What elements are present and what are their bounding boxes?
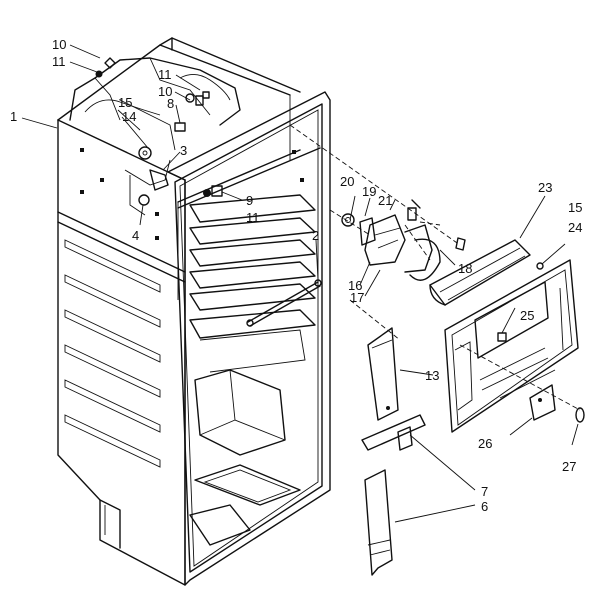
callout-4: 4 <box>132 228 139 243</box>
callout-17: 17 <box>350 290 364 305</box>
evaporator-cover-assembly <box>429 239 585 433</box>
callout-1: 1 <box>10 109 17 124</box>
callout-23: 23 <box>538 180 552 195</box>
callout-25: 25 <box>520 308 534 323</box>
callout-labels: 1 10 11 11 10 8 15 14 3 4 9 11 2 20 19 2… <box>10 37 582 514</box>
liner-front-flange <box>167 91 331 586</box>
callout-10-top-right: 10 <box>158 84 172 99</box>
duct-6 <box>364 469 393 576</box>
callout-9: 9 <box>246 193 253 208</box>
callout-19: 19 <box>362 184 376 199</box>
callout-15-left: 15 <box>118 95 132 110</box>
callout-26: 26 <box>478 436 492 451</box>
duct-13 <box>367 327 399 421</box>
callout-24: 24 <box>568 220 582 235</box>
fan-motor-assembly <box>341 199 466 281</box>
callout-20: 20 <box>340 174 354 189</box>
crisper-box <box>189 369 301 546</box>
callout-2: 2 <box>312 228 319 243</box>
callout-11-top-left: 11 <box>52 54 66 69</box>
callout-21: 21 <box>378 193 392 208</box>
callout-14: 14 <box>122 109 136 124</box>
callout-27: 27 <box>562 459 576 474</box>
callout-3: 3 <box>180 143 187 158</box>
callout-8: 8 <box>167 96 174 111</box>
callout-16: 16 <box>348 278 362 293</box>
top-control-housing <box>69 57 241 216</box>
callout-leaders <box>21 44 579 523</box>
callout-13: 13 <box>425 368 439 383</box>
assembly-leader-lines <box>289 124 461 341</box>
callout-6: 6 <box>481 499 488 514</box>
callout-11-mid: 11 <box>246 210 260 225</box>
callout-7: 7 <box>481 484 488 499</box>
callout-11-top-right: 11 <box>158 67 172 82</box>
callout-15-right: 15 <box>568 200 582 215</box>
fastener-9-11 <box>203 185 223 197</box>
plate-7 <box>361 414 426 451</box>
rod-part-2 <box>246 279 322 327</box>
callout-18: 18 <box>458 261 472 276</box>
callout-10-top-left: 10 <box>52 37 66 52</box>
